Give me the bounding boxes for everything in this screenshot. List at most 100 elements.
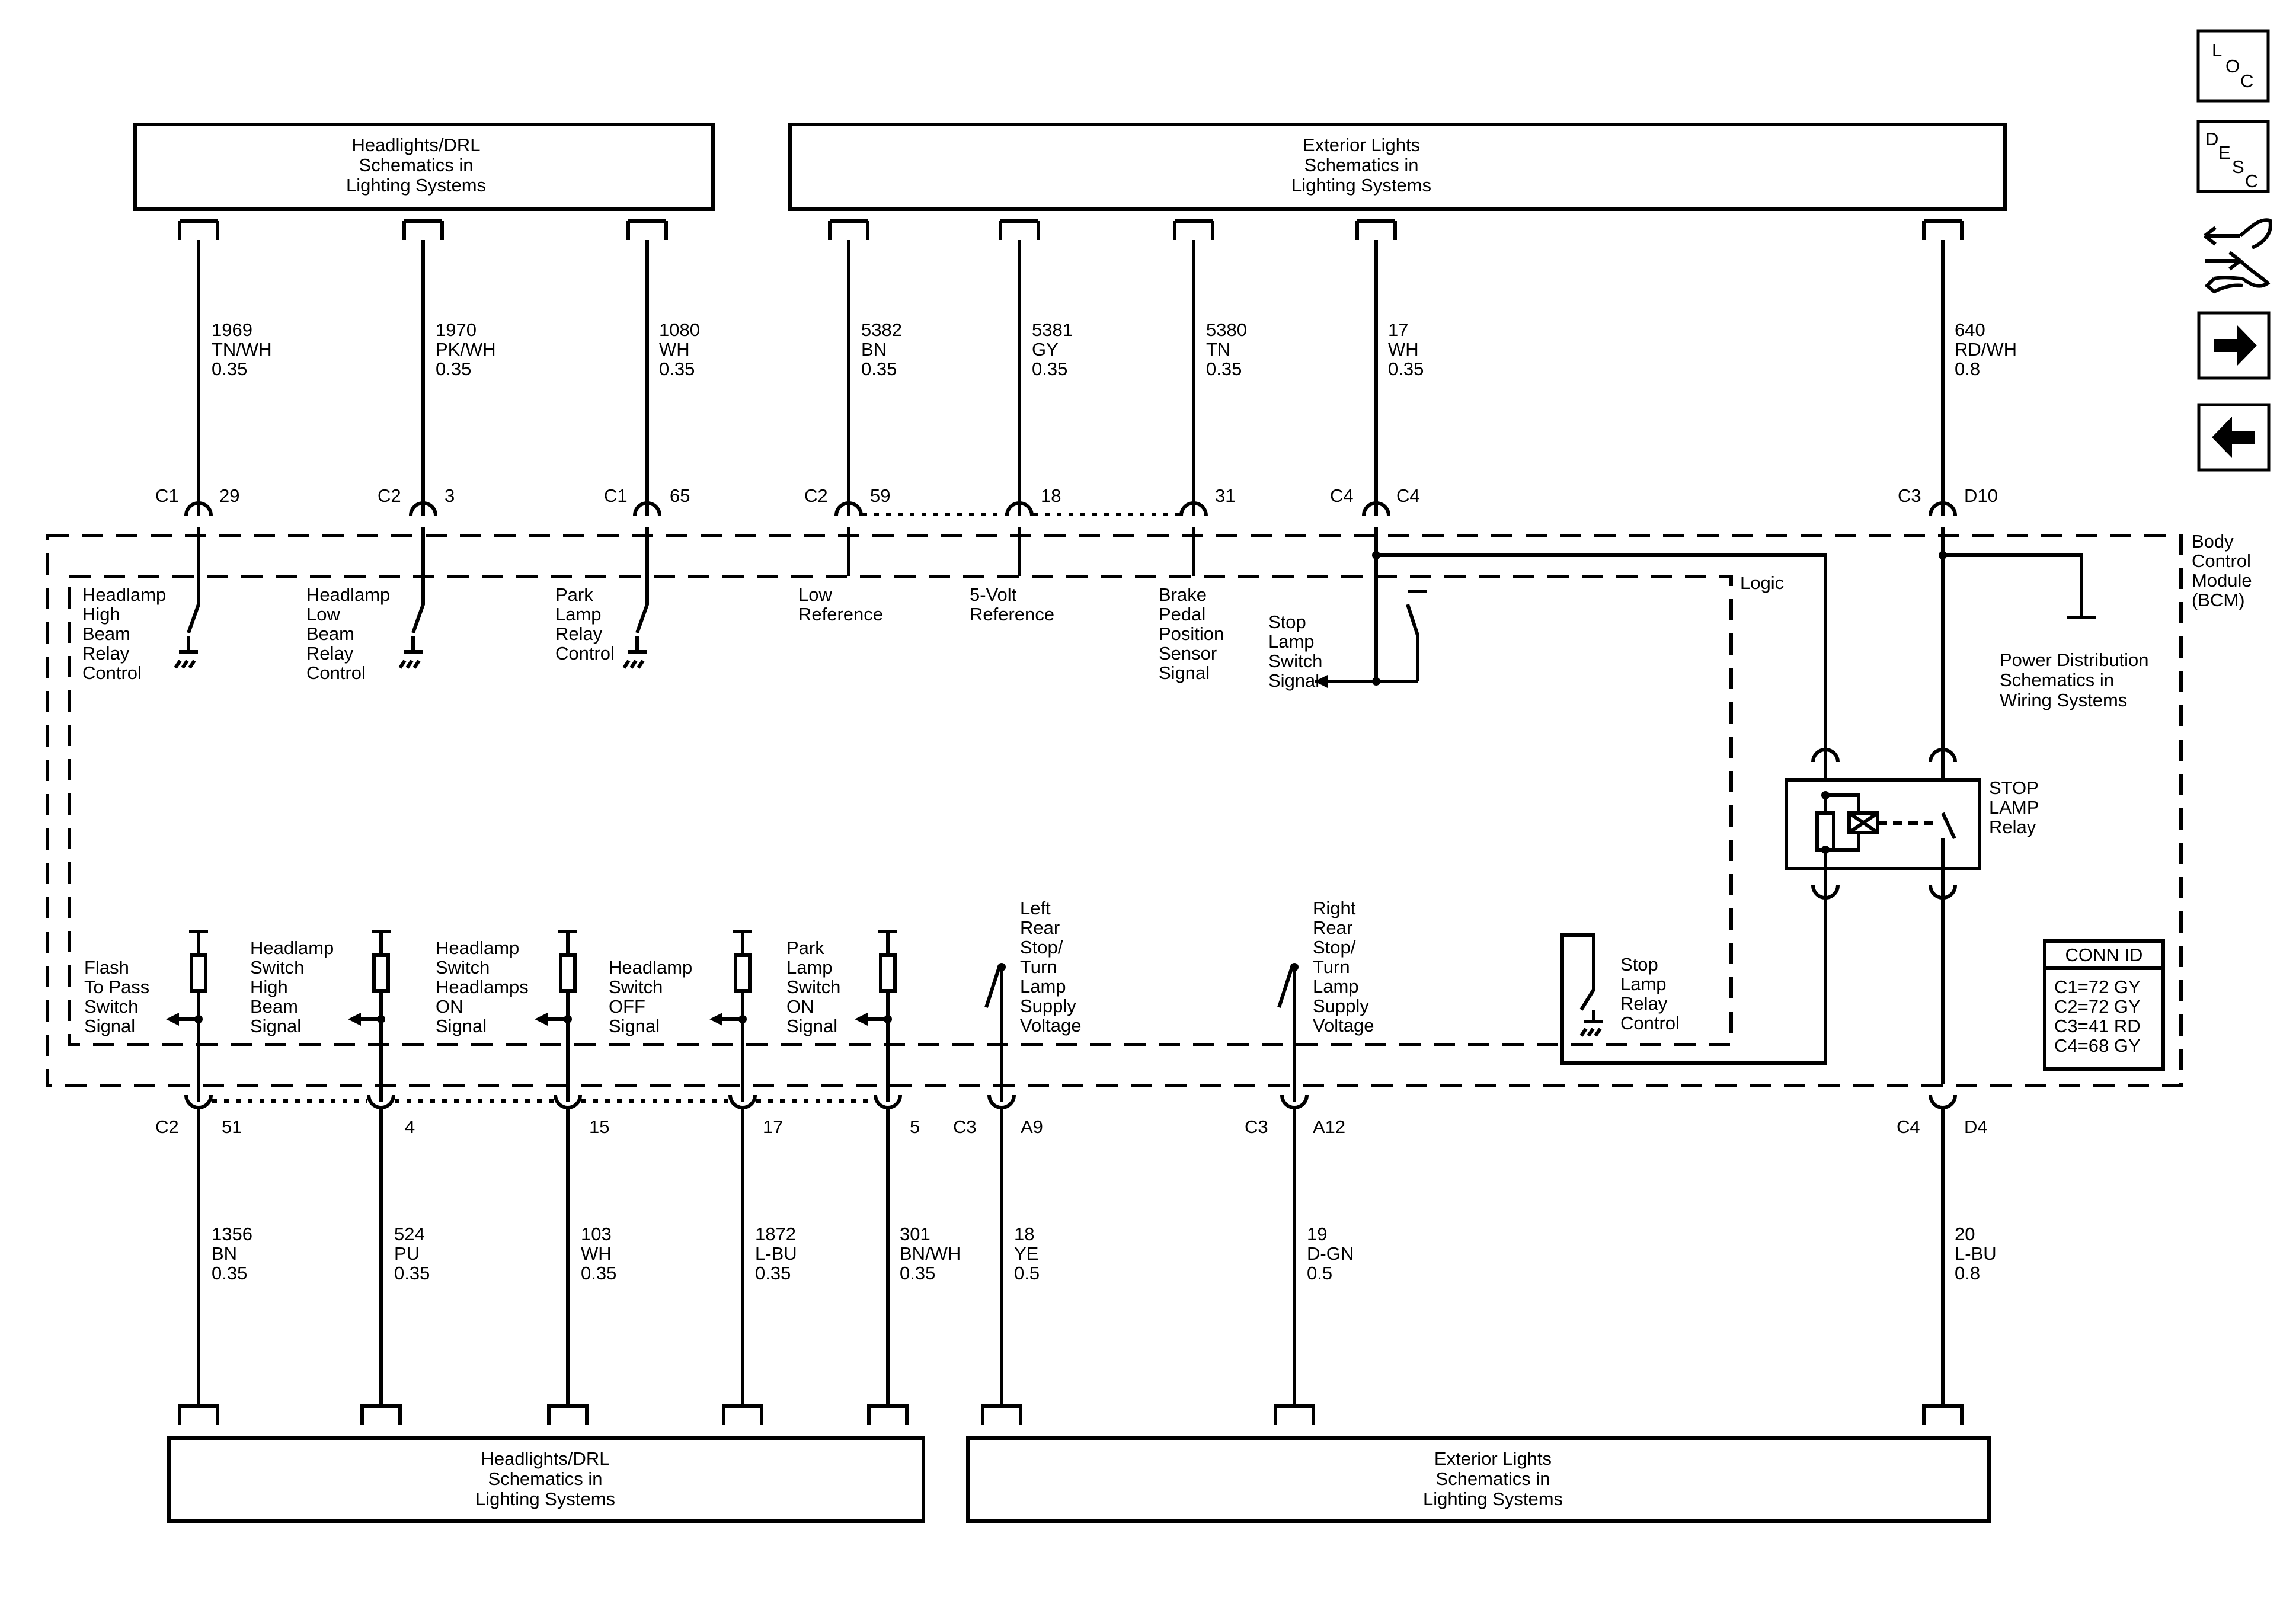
label-hs-off-l3: OFF	[609, 996, 645, 1017]
label-hs-on-l3: Headlamps	[436, 977, 529, 997]
bottom-wire-6: C3 A12 19 D-GN 0.5	[1245, 1108, 1354, 1425]
top-wire-6-size: 0.35	[1388, 359, 1424, 379]
conn-id-title: CONN ID	[2065, 945, 2143, 965]
top-box-headlights[interactable]: Headlights/DRL Schematics in Lighting Sy…	[133, 123, 715, 211]
bcm-label-line-2: Control	[2192, 550, 2251, 571]
top-wire-0-size: 0.35	[212, 359, 247, 379]
label-hs-off-l2: Switch	[609, 977, 663, 997]
top-wire-0: 1969 TN/WH 0.35 C1 29	[155, 219, 272, 516]
bcm-label: Body Control Module (BCM)	[2192, 531, 2252, 610]
top-wire-0-pin: 29	[219, 485, 239, 506]
label-park-l4: Control	[555, 643, 615, 664]
bottom-wire-6-color: D-GN	[1307, 1243, 1354, 1264]
label-hs-off: Headlamp Switch OFF Signal	[609, 957, 692, 1036]
loc-letter-o: O	[2225, 56, 2240, 76]
label-brake-l4: Sensor	[1159, 643, 1217, 664]
label-right-rear-l3: Stop/	[1313, 937, 1356, 958]
bottom-wire-6-pin: A12	[1313, 1116, 1345, 1137]
desc-letter-d: D	[2205, 129, 2218, 149]
loc-letter-l: L	[2212, 40, 2222, 60]
top-box-headlights-line-3: Lighting Systems	[346, 175, 486, 196]
label-park-on-l5: Signal	[786, 1016, 837, 1036]
top-wire-4-pin: 18	[1041, 485, 1061, 506]
bottom-wire-4-color: BN/WH	[900, 1243, 961, 1264]
park-lamp-relay-control-switch	[622, 527, 649, 669]
conn-id-row-1: C1=72 GY	[2054, 977, 2141, 997]
top-wire-7-pin: D10	[1964, 485, 1998, 506]
label-low-beam: Headlamp Low Beam Relay Control	[306, 584, 390, 683]
bottom-wire-1-size: 0.35	[394, 1263, 430, 1283]
label-hs-high-beam: Headlamp Switch High Beam Signal	[250, 937, 334, 1036]
label-stop-switch-l4: Signal	[1268, 670, 1319, 691]
back-arrow-button[interactable]	[2197, 403, 2271, 472]
top-box-exterior[interactable]: Exterior Lights Schematics in Lighting S…	[788, 123, 2007, 211]
bottom-box-headlights[interactable]: Headlights/DRL Schematics in Lighting Sy…	[167, 1436, 925, 1523]
bottom-box-headlights-line-3: Lighting Systems	[475, 1489, 615, 1509]
label-right-rear-l1: Right	[1313, 898, 1356, 918]
label-brake-sensor: Brake Pedal Position Sensor Signal	[1159, 584, 1224, 683]
top-wire-2-pin: 65	[670, 485, 690, 506]
top-wire-1-conn: C2	[378, 485, 401, 506]
bottom-wire-3: 17 1872 L-BU 0.35	[722, 1108, 797, 1425]
conn-id-row-4: C4=68 GY	[2054, 1035, 2141, 1056]
label-right-rear-l5: Lamp	[1313, 976, 1359, 997]
conn-id-row-2: C2=72 GY	[2054, 996, 2141, 1017]
input-park-lamp-on	[855, 930, 897, 1102]
label-park-on-l4: ON	[786, 996, 814, 1017]
stop-lamp-relay	[1785, 748, 1981, 1084]
top-wire-1: 1970 PK/WH 0.35 C2 3	[378, 219, 496, 516]
desc-button[interactable]: D E S C	[2196, 120, 2270, 193]
label-low-beam-l1: Headlamp	[306, 584, 390, 605]
output-right-rear-stop	[1277, 963, 1299, 1102]
top-wire-3-size: 0.35	[861, 359, 897, 379]
label-left-rear-l2: Rear	[1020, 917, 1060, 938]
label-stop-relay-ctrl-l3: Relay	[1620, 993, 1668, 1014]
top-wire-5-size: 0.35	[1206, 359, 1242, 379]
desc-letter-s: S	[2232, 156, 2244, 177]
bottom-wire-6-size: 0.5	[1307, 1263, 1332, 1283]
label-low-ref-l1: Low	[798, 584, 832, 605]
top-wire-3-pin: 59	[870, 485, 890, 506]
bcm-label-line-1: Body	[2192, 531, 2234, 552]
bottom-wire-1-color: PU	[394, 1243, 420, 1264]
label-right-rear-l6: Supply	[1313, 996, 1369, 1016]
label-5-volt-reference: 5-Volt Reference	[970, 584, 1054, 625]
top-wire-3-circuit: 5382	[861, 319, 902, 340]
power-feed-640	[1939, 527, 2096, 749]
input-headlamp-on	[535, 930, 577, 1102]
top-wire-3: 5382 BN 0.35 C2 59	[804, 219, 902, 516]
tools-icon[interactable]	[2204, 218, 2272, 294]
bottom-wire-4: 5 301 BN/WH 0.35	[867, 1108, 961, 1425]
label-right-rear-l2: Rear	[1313, 917, 1352, 938]
forward-arrow-button[interactable]	[2197, 311, 2271, 380]
bottom-box-headlights-line-1: Headlights/DRL	[481, 1448, 609, 1469]
top-wire-6-conn: C4	[1330, 485, 1354, 506]
label-high-beam-l3: Beam	[82, 623, 130, 644]
bottom-wire-4-pin: 5	[910, 1116, 920, 1137]
bottom-wire-0: C2 51 1356 BN 0.35	[155, 1108, 252, 1425]
bottom-wire-2-color: WH	[581, 1243, 612, 1264]
top-wire-6-color: WH	[1388, 339, 1419, 360]
bottom-wire-0-size: 0.35	[212, 1263, 247, 1283]
top-wire-1-size: 0.35	[436, 359, 471, 379]
bottom-wire-4-size: 0.35	[900, 1263, 935, 1283]
top-wire-4: 5381 GY 0.35 18	[999, 219, 1073, 516]
label-stop-switch-l1: Stop	[1268, 612, 1306, 632]
bottom-box-headlights-line-2: Schematics in	[488, 1468, 603, 1489]
loc-button[interactable]: L O C	[2196, 29, 2270, 103]
bottom-box-exterior-line-1: Exterior Lights	[1434, 1448, 1552, 1469]
label-hs-high-l4: Beam	[250, 996, 298, 1017]
top-wire-4-size: 0.35	[1032, 359, 1067, 379]
top-wire-5-pin: 31	[1215, 485, 1235, 506]
label-low-beam-l4: Relay	[306, 643, 354, 664]
label-low-beam-l5: Control	[306, 662, 366, 683]
label-flash-l1: Flash	[84, 957, 129, 978]
logic-outline	[68, 575, 1733, 1046]
label-brake-l2: Pedal	[1159, 604, 1205, 625]
bottom-box-exterior[interactable]: Exterior Lights Schematics in Lighting S…	[966, 1436, 1991, 1523]
top-box-headlights-line-1: Headlights/DRL	[351, 135, 480, 155]
label-park-lamp: Park Lamp Relay Control	[555, 584, 615, 664]
label-park-on-l3: Switch	[786, 977, 840, 997]
label-hs-on-l2: Switch	[436, 957, 490, 978]
conn-id-table: CONN ID C1=72 GY C2=72 GY C3=41 RD C4=68…	[2043, 939, 2165, 1071]
